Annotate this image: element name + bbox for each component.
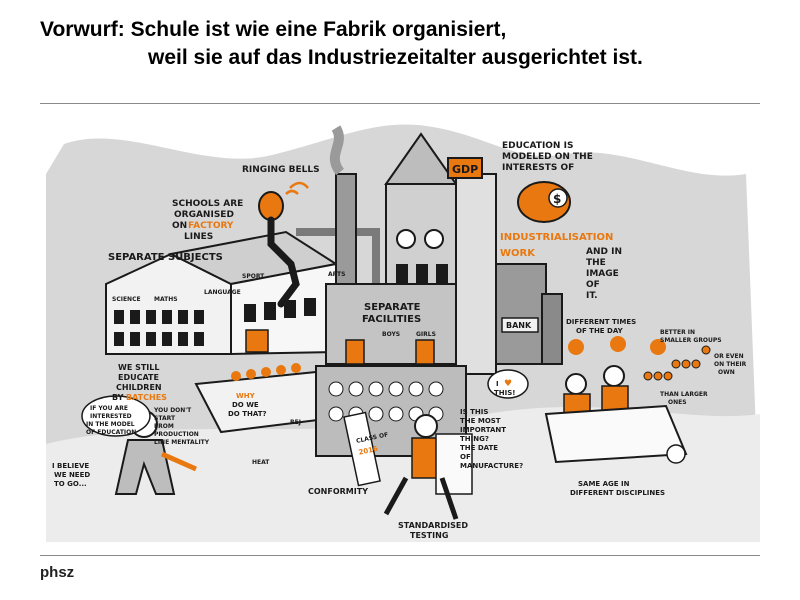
title-line-2: weil sie auf das Industriezeitalter ausg… (148, 46, 643, 69)
education-modeled-label-2: MODELED ON THE (502, 152, 593, 162)
or-even-label-3: OWN (718, 369, 735, 376)
language-label: LANGUAGE (204, 289, 241, 296)
schools-organised-label-5: LINES (184, 232, 213, 242)
why-label-3: DO THAT? (228, 410, 267, 418)
factory-school-illustration: $ (46, 114, 760, 542)
better-smaller-label-1: BETTER IN (660, 329, 695, 336)
separate-subjects-label: SEPARATE SUBJECTS (108, 252, 223, 263)
interested-label-4: OF EDUCATION (86, 429, 136, 436)
separate-facilities-label-1: SEPARATE (364, 302, 421, 313)
slide-title: Vorwurf: Schule ist wie eine Fabrik orga… (40, 16, 780, 72)
and-in-label-2: THE (586, 258, 606, 268)
ruler-icon (343, 411, 381, 487)
boys-label: BOYS (382, 331, 400, 338)
footer-brand: phsz (40, 564, 75, 581)
and-in-label-1: AND IN (586, 247, 622, 257)
why-label-1: WHY (236, 392, 256, 400)
better-smaller-label-2: SMALLER GROUPS (660, 337, 722, 344)
batches-label: BATCHES (126, 393, 167, 402)
bottom-divider (40, 555, 760, 556)
work-label: WORK (500, 248, 536, 259)
testing-figure (383, 414, 473, 520)
industrialisation-label: INDUSTRIALISATION (500, 232, 613, 243)
conformity-label: CONFORMITY (308, 487, 368, 496)
most-important-label-5: THE DATE (460, 444, 498, 452)
still-educate-label-3: CHILDREN (116, 383, 162, 392)
why-label-2: DO WE (232, 401, 259, 409)
title-line-1: Vorwurf: Schule ist wie eine Fabrik orga… (40, 18, 507, 41)
science-label: SCIENCE (112, 296, 141, 303)
dont-start-label-3: FROM (154, 423, 174, 430)
students-at-desk (544, 365, 688, 464)
and-in-label-3: IMAGE (586, 269, 619, 279)
schools-organised-label-2: ORGANISED (174, 210, 234, 220)
or-even-label-2: ON THEIR (714, 361, 747, 368)
education-modeled-label-3: INTERESTS OF (502, 163, 574, 173)
most-important-label-4: THING? (460, 435, 489, 443)
ringing-bell (258, 181, 380, 308)
dont-start-label-4: PRODUCTION (154, 431, 199, 438)
sport-label: SPORT (242, 273, 265, 280)
dont-start-label-2: START (154, 415, 176, 422)
than-larger-label-2: ONES (668, 399, 687, 406)
than-larger-label-1: THAN LARGER (660, 391, 708, 398)
schools-organised-label-3: ON (172, 221, 187, 231)
interested-label-1: IF YOU ARE (90, 405, 128, 412)
believe-label-2: WE NEED (54, 471, 90, 479)
year-label: 2016 (358, 445, 379, 457)
education-modeled-label-1: EDUCATION IS (502, 141, 573, 151)
sun-icons (568, 336, 666, 355)
still-educate-label-4: BY (112, 393, 124, 402)
standardised-label-2: TESTING (410, 531, 448, 540)
most-important-label-7: MANUFACTURE? (460, 462, 523, 470)
arts-label: ARTS (328, 271, 345, 278)
separate-facilities-label-2: FACILITIES (362, 314, 421, 325)
top-divider (40, 103, 760, 104)
most-important-label-3: IMPORTANT (460, 426, 506, 434)
small-groups-figures (643, 345, 711, 381)
love-this-label-2: THIS! (494, 389, 515, 397)
different-times-label-1: DIFFERENT TIMES (566, 318, 636, 326)
girls-label: GIRLS (416, 331, 436, 338)
or-even-label-1: OR EVEN (714, 353, 744, 360)
speech-bubble (81, 395, 151, 437)
bank-label: BANK (506, 321, 532, 330)
and-in-label-4: OF (586, 280, 600, 290)
standardised-label-1: STANDARDISED (398, 521, 468, 530)
tag-label: REJ (290, 419, 301, 426)
maths-label: MATHS (154, 296, 178, 303)
most-important-label-2: THE MOST (460, 417, 501, 425)
most-important-label-6: OF (460, 453, 471, 461)
and-in-label-5: IT. (586, 291, 598, 301)
love-this-label-1: I (496, 380, 499, 388)
svg-text:$: $ (553, 192, 561, 206)
same-age-label-2: DIFFERENT DISCIPLINES (570, 489, 665, 497)
believe-label-3: TO GO... (54, 480, 87, 488)
dont-start-label-1: YOU DON'T (153, 407, 192, 414)
interested-label-2: INTERESTED (90, 413, 132, 420)
ringing-bells-label: RINGING BELLS (242, 165, 320, 175)
school-building (105, 230, 339, 356)
heart-icon: ♥ (504, 379, 512, 389)
schools-organised-label-4: FACTORY (188, 221, 234, 231)
different-times-label-2: OF THE DAY (576, 327, 624, 335)
still-educate-label-2: EDUCATE (118, 373, 159, 382)
believe-label-1: I BELIEVE (52, 462, 89, 470)
factory-tower (325, 125, 563, 375)
heat-label: HEAT (252, 459, 270, 466)
still-educate-label-1: WE STILL (118, 363, 159, 372)
most-important-label-1: IS THIS (460, 408, 488, 416)
love-bubble (487, 369, 529, 399)
dont-start-label-5: LINE MENTALITY (154, 439, 210, 446)
schools-organised-label-1: SCHOOLS ARE (172, 199, 243, 209)
same-age-label-1: SAME AGE IN (578, 480, 630, 488)
interested-label-3: IN THE MODEL (86, 421, 135, 428)
gdp-label: GDP (452, 163, 478, 176)
piggy-bank-icon: $ (517, 181, 571, 223)
